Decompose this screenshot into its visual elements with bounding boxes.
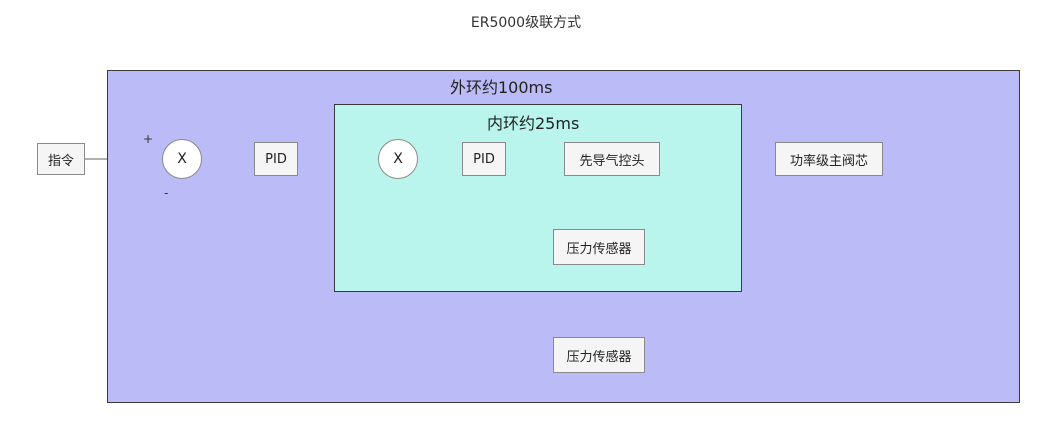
inner-loop-region (334, 104, 742, 292)
pilot-head-block: 先导气控头 (564, 142, 660, 176)
diagram-title: ER5000级联方式 (470, 15, 582, 31)
inner-loop-label: 内环约25ms (487, 114, 580, 133)
outer-pressure-sensor-block: 压力传感器 (553, 337, 645, 373)
minus-sign: - (164, 186, 169, 200)
command-block: 指令 (37, 143, 85, 175)
plus-sign: + (143, 132, 154, 146)
outer-summing-junction: X (162, 139, 202, 179)
outer-loop-label: 外环约100ms (450, 78, 553, 97)
main-valve-block: 功率级主阀芯 (775, 142, 883, 176)
inner-pid-block: PID (462, 142, 506, 176)
outer-pid-block: PID (254, 142, 298, 176)
inner-pressure-sensor-block: 压力传感器 (553, 229, 645, 265)
inner-summing-junction: X (378, 139, 418, 179)
